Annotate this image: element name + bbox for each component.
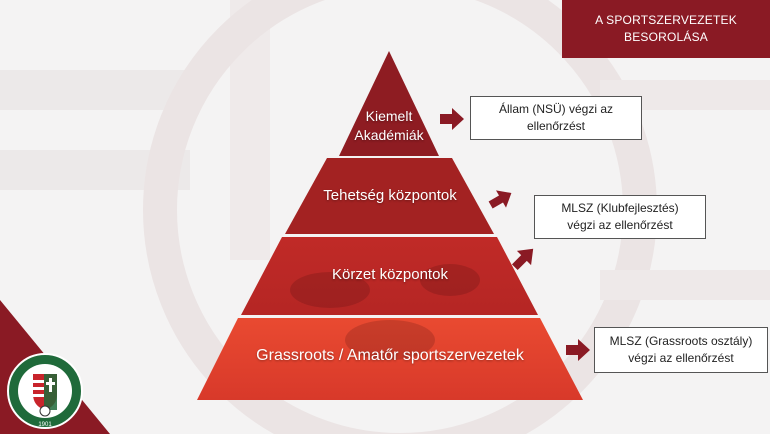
tier-korzet-shape	[241, 237, 538, 315]
slide-title-line1: A SPORTSZERVEZETEK	[595, 13, 737, 27]
slide-title-line2: BESOROLÁSA	[623, 30, 709, 44]
tier-kiemelt-shape	[339, 51, 439, 156]
tier-grassroots-label: Grassroots / Amatőr sportszervezetek	[256, 347, 524, 364]
box-mlsz-klubfejlesztes: MLSZ (Klubfejlesztés) végzi az ellenőrzé…	[534, 195, 706, 239]
box-mlsz-grass-line2: végzi az ellenőrzést	[628, 351, 734, 365]
tier-korzet-label: Körzet központok	[332, 266, 448, 283]
crest-year: 1901	[38, 422, 52, 428]
tier-tehetseg-label: Tehetség központok	[323, 187, 457, 204]
box-allam-line2: ellenőrzést	[526, 119, 586, 133]
tier-kiemelt-label: Kiemelt Akadémiák	[334, 107, 444, 145]
arrow-diagonal-down-icon	[511, 248, 534, 271]
box-mlsz-klub-line1: MLSZ (Klubfejlesztés)	[561, 201, 679, 215]
box-mlsz-grass-line1: MLSZ (Grassroots osztály)	[609, 334, 753, 348]
tier-grassroots-shape	[197, 318, 583, 400]
tier-tehetseg-shape	[285, 158, 494, 234]
arrow-right-icon	[566, 339, 590, 361]
tier-kiemelt-line2: Akadémiák	[354, 127, 424, 143]
box-allam-line1: Állam (NSÜ) végzi az	[498, 102, 614, 116]
box-allam: Állam (NSÜ) végzi az ellenőrzést	[470, 96, 642, 140]
box-mlsz-klub-line2: végzi az ellenőrzést	[567, 218, 673, 232]
arrow-right-icon	[440, 108, 464, 130]
tier-kiemelt-line1: Kiemelt	[365, 108, 413, 124]
federation-crest-logo: 1901	[7, 353, 83, 429]
box-mlsz-grassroots: MLSZ (Grassroots osztály) végzi az ellen…	[594, 327, 768, 373]
arrow-diagonal-up-icon	[488, 190, 512, 209]
slide-title: A SPORTSZERVEZETEK BESOROLÁSA	[562, 0, 770, 58]
